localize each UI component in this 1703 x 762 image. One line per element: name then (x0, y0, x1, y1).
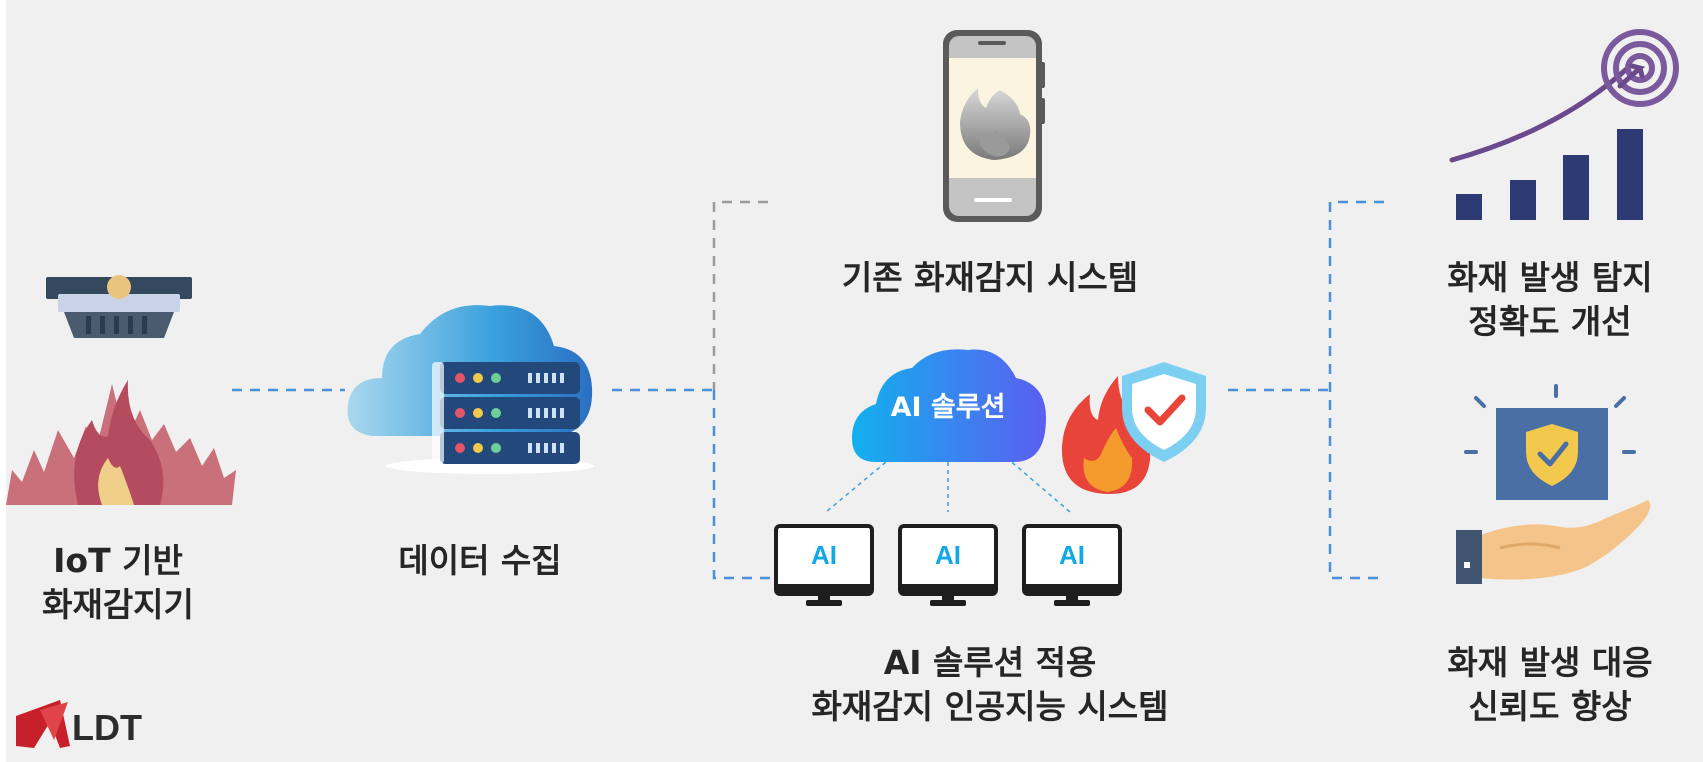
smartphone-icon (943, 30, 1045, 222)
monitor-ai-text: AI (935, 540, 961, 570)
ai-system-label: AI 솔루션 적용 화재감지 인공지능 시스템 (780, 641, 1200, 729)
ldt-logo: LDT (16, 700, 142, 748)
bracket-top-gray (712, 200, 768, 390)
reliability-label-line2: 신뢰도 향상 (1468, 687, 1632, 726)
bracket-right (1328, 200, 1384, 580)
accuracy-label-line2: 정확도 개선 (1468, 302, 1632, 341)
ai-cloud-label: AI 솔루션 (891, 392, 1006, 423)
ai-cloud-icon (825, 349, 1071, 513)
data-collection-label-text: 데이터 수집 (398, 541, 562, 580)
cloud-server-icon (347, 305, 594, 474)
iot-sensor-label-line1: IoT 기반 (53, 541, 183, 580)
iot-sensor-label: IoT 기반 화재감지기 (18, 539, 218, 627)
legacy-system-label-text: 기존 화재감지 시스템 (841, 258, 1139, 297)
logo-text: LDT (72, 707, 142, 748)
ai-system-label-line2: 화재감지 인공지능 시스템 (811, 687, 1169, 726)
reliability-label-line1: 화재 발생 대응 (1447, 643, 1653, 682)
legacy-system-label: 기존 화재감지 시스템 (800, 256, 1180, 300)
bar-chart-target-icon (1449, 29, 1679, 220)
monitor-ai-text: AI (811, 540, 837, 570)
accuracy-label: 화재 발생 탐지 정확도 개선 (1424, 256, 1676, 344)
smoke-detector-icon (46, 275, 192, 338)
ai-monitors: AI AI AI (774, 524, 1122, 606)
reliability-label: 화재 발생 대응 신뢰도 향상 (1424, 641, 1676, 729)
accuracy-label-line1: 화재 발생 탐지 (1447, 258, 1653, 297)
fire-shield-icon (1061, 362, 1206, 494)
ai-system-label-line1: AI 솔루션 적용 (883, 643, 1097, 682)
data-collection-label: 데이터 수집 (360, 539, 600, 583)
monitor-icon: AI (898, 524, 998, 606)
bracket-bottom-blue (712, 390, 770, 580)
background-panel (6, 0, 1703, 762)
connector-lines (232, 200, 1384, 580)
monitor-icon: AI (1022, 524, 1122, 606)
hand-shield-icon (1456, 384, 1651, 584)
server-rack-icon (432, 362, 580, 464)
monitor-icon: AI (774, 524, 874, 606)
monitor-ai-text: AI (1059, 540, 1085, 570)
iot-sensor-label-line2: 화재감지기 (42, 585, 194, 624)
fire-icon (6, 380, 236, 505)
